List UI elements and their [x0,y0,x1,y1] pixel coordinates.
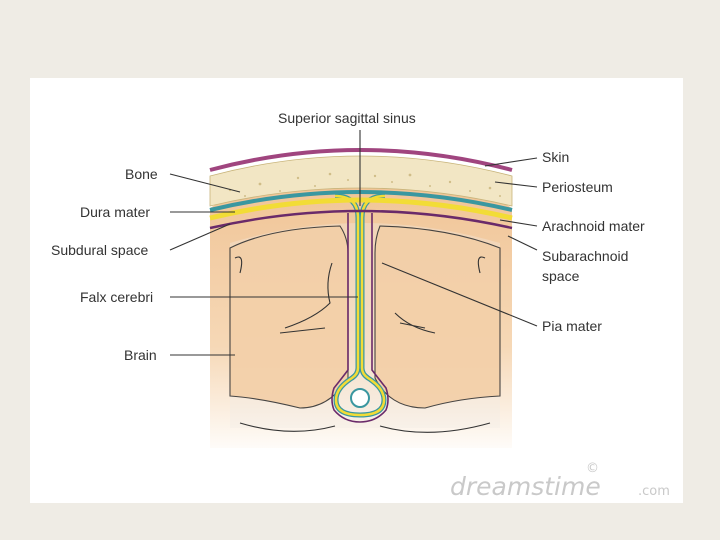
bone-texture [228,172,501,199]
label-dura-mater: Dura mater [80,204,150,220]
label-falx-cerebri: Falx cerebri [80,289,153,305]
sinus-loop [350,388,370,408]
label-pia-mater: Pia mater [542,318,602,334]
label-subarachnoid-space-line1: Subarachnoid [542,248,628,264]
watermark-brand: dreamstime [450,472,601,501]
label-arachnoid-mater: Arachnoid mater [542,218,645,234]
label-subdural-space: Subdural space [51,242,149,258]
left-hemisphere [229,225,349,409]
right-hemisphere [374,225,501,409]
watermark-copyright-mark: © [586,461,599,476]
meninges-diagram: Superior sagittal sinus Bone Dura mater … [51,110,670,501]
watermark-domain: .com [638,484,670,499]
label-skin: Skin [542,149,569,165]
label-subarachnoid-space-line2: space [542,268,580,284]
bone-layer [209,155,513,207]
label-periosteum: Periosteum [542,179,613,195]
pia-layer [209,209,513,230]
label-bone: Bone [125,166,158,182]
label-brain: Brain [124,347,157,363]
label-superior-sagittal-sinus: Superior sagittal sinus [278,110,416,126]
slide-panel: Superior sagittal sinus Bone Dura mater … [30,78,683,503]
